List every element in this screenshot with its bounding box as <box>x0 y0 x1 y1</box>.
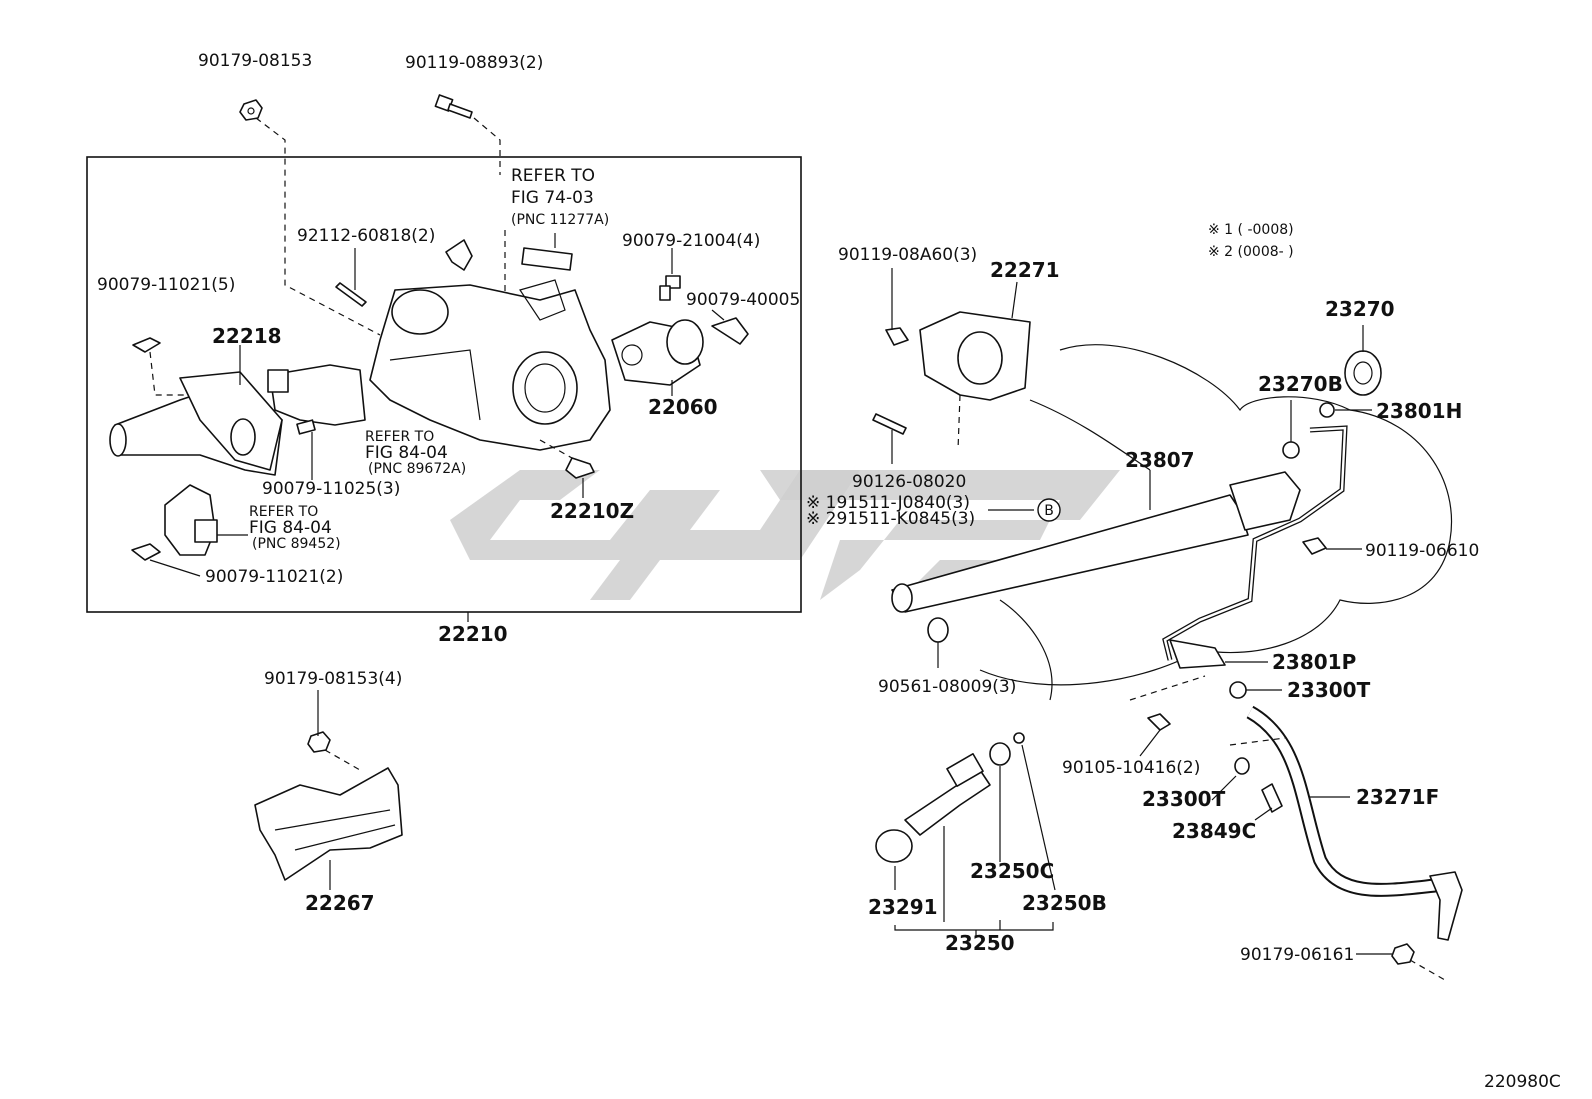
gasket-icon <box>1319 402 1335 418</box>
label-291511-k0845: ※ 291511-K0845(3) <box>806 509 975 529</box>
bolt-icon <box>131 543 161 561</box>
label-90119-08893: 90119-08893(2) <box>405 53 543 73</box>
label-23291: 23291 <box>868 895 938 919</box>
group-box-22210 <box>86 156 802 613</box>
screw-icon <box>296 419 316 435</box>
gasket-icon <box>1282 441 1300 459</box>
insulator-icon <box>875 829 913 863</box>
label-23300t-a: 23300T <box>1287 678 1371 702</box>
hose-icon <box>267 364 366 426</box>
o-ring-icon <box>927 617 949 643</box>
intake-flange-icon <box>919 311 1031 401</box>
label-23807: 23807 <box>1125 448 1195 472</box>
throttle-position-sensor-icon <box>164 484 218 556</box>
label-23270b: 23270B <box>1258 372 1343 396</box>
label-90179-06161: 90179-06161 <box>1240 945 1354 965</box>
refer-note-1-line2: FIG 74-03 <box>511 188 594 208</box>
bolt-icon <box>885 327 909 346</box>
refer-note-1-line1: REFER TO <box>511 166 595 186</box>
label-22267: 22267 <box>305 891 375 915</box>
refer-note-2-line1: REFER TO <box>365 429 434 445</box>
nut-icon <box>307 731 331 753</box>
label-90561-08009: 90561-08009(3) <box>878 677 1016 697</box>
label-90079-21004: 90079-21004(4) <box>622 231 760 251</box>
union-bolt-icon <box>1261 783 1283 813</box>
hose-end-fitting-icon <box>1429 871 1463 941</box>
label-23801h: 23801H <box>1376 399 1462 423</box>
label-23801p: 23801P <box>1272 650 1356 674</box>
bolt-icon <box>132 337 161 353</box>
note-2: ※ 2 (0008- ) <box>1208 244 1294 260</box>
gasket-icon <box>1229 681 1247 699</box>
refer-note-3-line3: (PNC 89452) <box>252 536 341 552</box>
label-90119-08a60: 90119-08A60(3) <box>838 245 977 265</box>
label-23250: 23250 <box>945 931 1015 955</box>
label-23849c: 23849C <box>1172 819 1256 843</box>
fuel-rail-icon <box>891 471 1301 613</box>
label-23250b: 23250B <box>1022 891 1107 915</box>
idle-control-valve-icon <box>611 319 704 386</box>
label-92112-60818: 92112-60818(2) <box>297 226 435 246</box>
label-23250c: 23250C <box>970 859 1054 883</box>
label-90119-06610: 90119-06610 <box>1365 541 1479 561</box>
refer-note-1-line3: (PNC 11277A) <box>511 212 609 228</box>
label-90126-08020: 90126-08020 <box>852 472 966 492</box>
label-22060: 22060 <box>648 395 718 419</box>
label-90179-08153-4: 90179-08153(4) <box>264 669 402 689</box>
gasket-icon <box>1234 757 1250 775</box>
reference-marker-b-label: B <box>1044 503 1054 519</box>
label-22210z: 22210Z <box>550 499 634 523</box>
refer-note-2-line3: (PNC 89672A) <box>368 461 466 477</box>
label-23271f: 23271F <box>1356 785 1439 809</box>
label-90105-10416: 90105-10416(2) <box>1062 758 1200 778</box>
refer-note-2-line2: FIG 84-04 <box>365 443 448 463</box>
union-fitting-icon <box>1344 350 1382 396</box>
reference-marker-b <box>1037 498 1061 522</box>
cushion-icon <box>989 742 1011 766</box>
pipe-fitting-icon <box>1169 639 1226 669</box>
label-90079-11021-5: 90079-11021(5) <box>97 275 235 295</box>
label-90079-11021-2: 90079-11021(2) <box>205 567 343 587</box>
refer-note-3-line1: REFER TO <box>249 504 318 520</box>
label-191511-j0840: ※ 191511-J0840(3) <box>806 493 970 513</box>
label-22271: 22271 <box>990 258 1060 282</box>
stud-icon <box>872 413 907 435</box>
sensor-icon <box>565 457 595 479</box>
label-23300t-b: 23300T <box>1142 787 1226 811</box>
throttle-body-icon <box>369 279 611 451</box>
label-22218: 22218 <box>212 324 282 348</box>
bolt-icon <box>1147 713 1171 731</box>
diagram-code: 220980C <box>1484 1072 1561 1092</box>
air-intake-elbow-icon <box>109 371 283 476</box>
fuel-injector-icon <box>904 753 991 836</box>
label-90079-11025: 90079-11025(3) <box>262 479 400 499</box>
note-1: ※ 1 ( -0008) <box>1208 222 1294 238</box>
bracket-icon <box>445 239 473 271</box>
bolt-icon <box>1302 537 1327 555</box>
label-90179-08153: 90179-08153 <box>198 51 312 71</box>
label-90079-40005: 90079-40005 <box>686 290 800 310</box>
label-22210: 22210 <box>438 622 508 646</box>
gasket-icon <box>521 247 573 271</box>
screw-icon <box>659 275 681 301</box>
clip-icon <box>711 317 749 345</box>
stud-icon <box>335 282 367 307</box>
label-23270: 23270 <box>1325 297 1395 321</box>
nut-icon <box>239 99 263 121</box>
refer-note-3-line2: FIG 84-04 <box>249 518 332 538</box>
o-ring-icon <box>1013 732 1025 744</box>
bolt-icon <box>434 94 473 119</box>
nut-icon <box>1391 943 1415 965</box>
heat-insulator-icon <box>254 767 403 881</box>
